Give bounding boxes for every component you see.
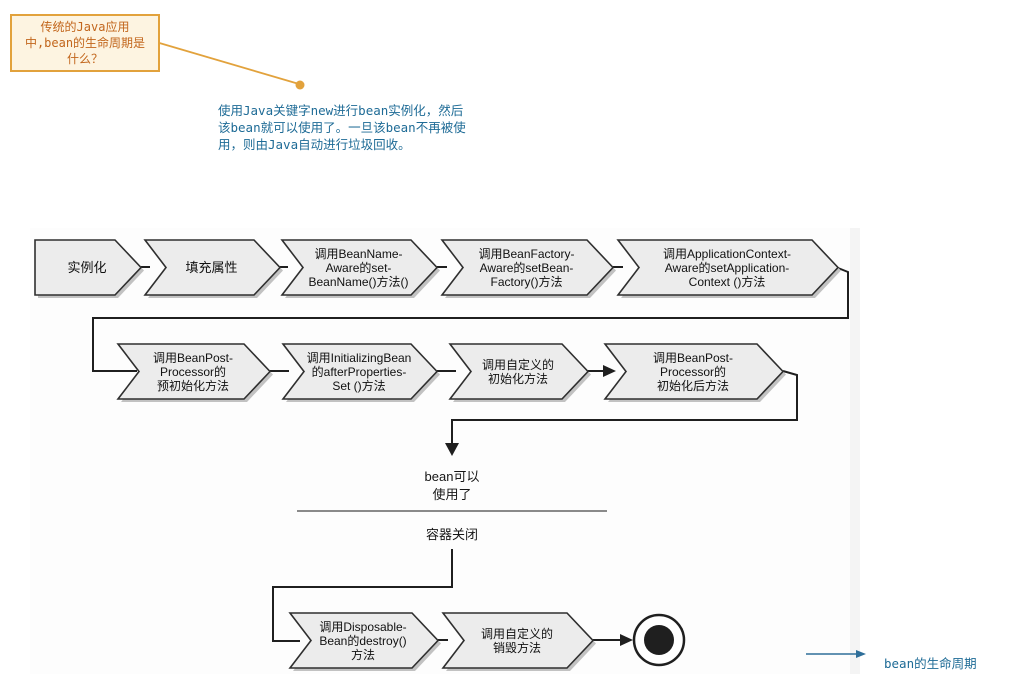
step-label: 调用BeanName- Aware的set- BeanName()方法() bbox=[308, 246, 409, 289]
bean-ready-text: bean可以 使用了 bbox=[424, 469, 480, 502]
step-label: 填充属性 bbox=[185, 259, 238, 275]
step-label: 调用Disposable- Bean的destroy() 方法 bbox=[319, 619, 407, 662]
step-after-properties-set: 调用InitializingBean 的afterProperties- Set… bbox=[281, 343, 440, 402]
leader-dot bbox=[295, 80, 305, 90]
step-instantiate: 实例化 bbox=[34, 239, 144, 298]
step-set-bean-name: 调用BeanName- Aware的set- BeanName()方法() bbox=[280, 239, 440, 298]
leader-line bbox=[155, 41, 305, 90]
step-postprocess-after-init: 调用BeanPost- Processor的 初始化后方法 bbox=[603, 343, 786, 402]
step-set-bean-factory: 调用BeanFactory- Aware的setBean- Factory()方… bbox=[440, 239, 616, 298]
final-arrow-icon bbox=[593, 634, 633, 646]
diagram-scan-edge bbox=[850, 228, 860, 674]
callout-text: 传统的Java应用 中,bean的生命周期是 什么？ bbox=[24, 20, 146, 66]
step-label: 调用ApplicationContext- Aware的setApplicati… bbox=[662, 246, 792, 289]
step-postprocess-before-init: 调用BeanPost- Processor的 预初始化方法 bbox=[116, 343, 273, 402]
step-custom-init: 调用自定义的 初始化方法 bbox=[448, 343, 591, 402]
final-state-icon bbox=[632, 613, 686, 667]
callout-box: 传统的Java应用 中,bean的生命周期是 什么？ bbox=[10, 14, 160, 72]
diagram-background bbox=[30, 228, 860, 674]
container-closed-text: 容器关闭 bbox=[425, 527, 478, 542]
step-destroy: 调用Disposable- Bean的destroy() 方法 bbox=[288, 612, 441, 671]
caption-arrow-icon bbox=[806, 650, 866, 658]
step-populate-properties: 填充属性 bbox=[143, 239, 283, 298]
mid-arrow-icon bbox=[588, 365, 616, 377]
step-label: 调用BeanPost- Processor的 初始化后方法 bbox=[652, 350, 734, 393]
step-custom-destroy: 调用自定义的 销毁方法 bbox=[441, 612, 596, 671]
caption-text: bean的生命周期 bbox=[884, 656, 977, 671]
down-arrow-icon bbox=[445, 443, 459, 456]
step-set-application-context: 调用ApplicationContext- Aware的setApplicati… bbox=[616, 239, 841, 298]
connector-lines bbox=[92, 266, 849, 642]
step-label: 调用InitializingBean 的afterProperties- Set… bbox=[306, 350, 412, 393]
note-text: 使用Java关键字new进行bean实例化，然后 该bean就可以使用了。一旦该… bbox=[218, 103, 466, 152]
step-label: 调用BeanFactory- Aware的setBean- Factory()方… bbox=[478, 246, 575, 289]
step-label: 调用BeanPost- Processor的 预初始化方法 bbox=[152, 350, 234, 393]
step-label: 实例化 bbox=[67, 259, 107, 275]
step-label: 调用自定义的 销毁方法 bbox=[480, 626, 553, 655]
step-label: 调用自定义的 初始化方法 bbox=[481, 357, 554, 386]
